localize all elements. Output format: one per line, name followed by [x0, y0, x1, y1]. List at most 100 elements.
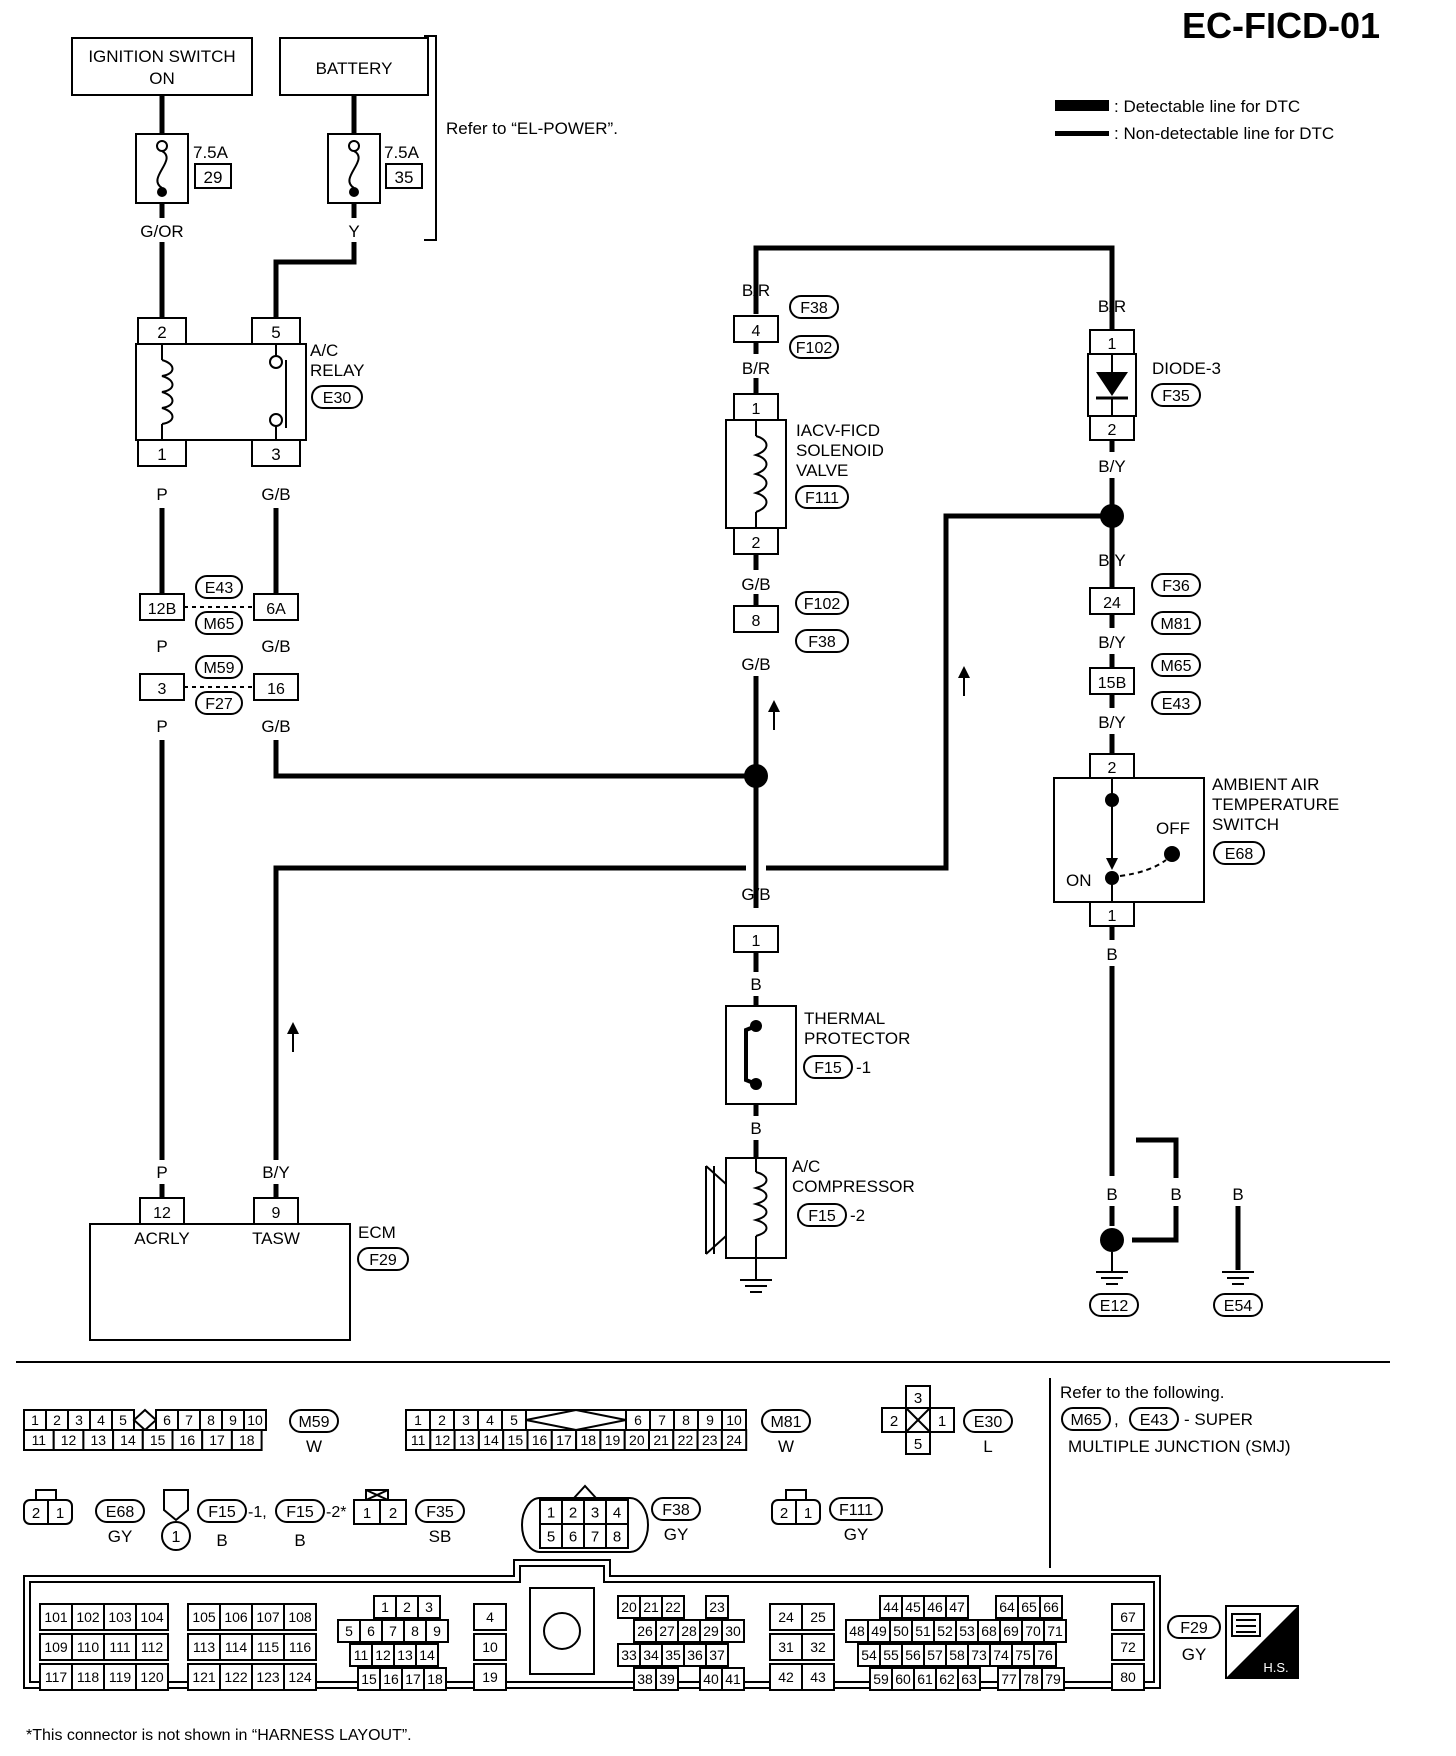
svg-text:1: 1	[752, 401, 761, 418]
svg-text:-2: -2	[850, 1206, 865, 1225]
ecm-pin: 103	[108, 1609, 132, 1625]
ecm-pin: 32	[810, 1639, 826, 1655]
m59-pin: 7	[185, 1412, 193, 1428]
ecm-pin: 47	[949, 1599, 965, 1615]
ignition-switch-box	[71, 37, 253, 96]
svg-text:B: B	[1232, 1185, 1243, 1204]
m59-pin: 17	[209, 1432, 225, 1448]
m81-pin: 9	[706, 1412, 714, 1428]
svg-text:TEMPERATURE: TEMPERATURE	[1212, 795, 1339, 814]
ecm-pin: 34	[643, 1647, 659, 1663]
m59-pin: 18	[239, 1432, 255, 1448]
ecm-pin: 105	[192, 1609, 216, 1625]
ecm-pin: 60	[895, 1671, 911, 1687]
ecm-pin: 14	[419, 1647, 435, 1663]
legend: : Detectable line for DTC : Non-detectab…	[1055, 97, 1334, 143]
svg-text:G/B: G/B	[741, 885, 770, 904]
svg-text:1: 1	[56, 1505, 64, 1522]
svg-text:G/B: G/B	[261, 717, 290, 736]
svg-text:F15: F15	[208, 1504, 236, 1521]
svg-text:SOLENOID: SOLENOID	[796, 441, 884, 460]
m59-pin: 12	[61, 1432, 77, 1448]
ecm-pin: 54	[861, 1647, 877, 1663]
svg-text:F36: F36	[1162, 578, 1190, 595]
m59-code: M59	[298, 1414, 329, 1431]
fuse-29: 7.5A 29 G/OR	[135, 95, 232, 241]
svg-text:ON: ON	[1066, 871, 1092, 890]
ecm-pin: 28	[681, 1623, 697, 1639]
ecm-pin: 5	[345, 1623, 353, 1639]
ecm-pin: 23	[709, 1599, 725, 1615]
svg-text:H.S.: H.S.	[1263, 1660, 1288, 1675]
ecm-pin: 118	[77, 1669, 100, 1685]
svg-text:F38: F38	[662, 1502, 690, 1519]
svg-text:P: P	[156, 1163, 167, 1182]
ecm-pin: 29	[703, 1623, 719, 1639]
svg-text:E43: E43	[1162, 696, 1191, 713]
ecm-pin: 20	[621, 1599, 637, 1615]
svg-text:P: P	[156, 717, 167, 736]
ecm-pin: 62	[939, 1671, 955, 1687]
svg-text:MULTIPLE JUNCTION (SMJ): MULTIPLE JUNCTION (SMJ)	[1068, 1437, 1291, 1456]
svg-text:COMPRESSOR: COMPRESSOR	[792, 1177, 915, 1196]
svg-text:B: B	[1106, 945, 1117, 964]
m81-pin: 24	[726, 1432, 742, 1448]
svg-text:F35: F35	[426, 1504, 454, 1521]
ecm-pin: 68	[981, 1623, 997, 1639]
svg-text:1: 1	[172, 1529, 181, 1546]
svg-text:P: P	[156, 637, 167, 656]
svg-text:IACV-FICD: IACV-FICD	[796, 421, 880, 440]
m59-pin: 9	[229, 1412, 237, 1428]
m59-pin: 1	[31, 1412, 39, 1428]
svg-text:SWITCH: SWITCH	[1212, 815, 1279, 834]
m59-pin: 8	[207, 1412, 215, 1428]
svg-text:RELAY: RELAY	[310, 361, 365, 380]
svg-text:G/B: G/B	[741, 575, 770, 594]
junction-by	[1100, 504, 1124, 528]
svg-text:B: B	[1106, 1185, 1117, 1204]
svg-text:M65: M65	[1160, 658, 1191, 675]
m81-pin: 13	[459, 1432, 475, 1448]
wire-g-or: G/OR	[140, 222, 183, 241]
ecm-pin: 16	[383, 1671, 399, 1687]
ambient-air-temperature-switch: 2 OFF ON 1 AMBIENT AIR TEMPERATURE SWITC…	[1053, 753, 1339, 927]
svg-text:G/B: G/B	[261, 637, 290, 656]
ecm-pin: 39	[659, 1671, 675, 1687]
m59-color: W	[306, 1437, 322, 1456]
m81-pin: 16	[532, 1432, 548, 1448]
junction-ground	[1100, 1228, 1124, 1252]
m81-pin: 20	[629, 1432, 645, 1448]
ecm-pin: 119	[109, 1669, 132, 1685]
svg-text:M59: M59	[203, 660, 234, 677]
battery-label: BATTERY	[316, 59, 393, 78]
ecm-pin: 38	[637, 1671, 653, 1687]
ecm-pin: 30	[725, 1623, 741, 1639]
svg-text:F29: F29	[369, 1252, 397, 1269]
svg-text:-2*: -2*	[326, 1504, 346, 1521]
m59-pin: 15	[150, 1432, 166, 1448]
ecm-pin: 114	[225, 1639, 248, 1655]
wire-gb-to-junction	[273, 740, 756, 779]
thermal-protector: 1 B THERMAL PROTECTOR F15 -1	[725, 925, 910, 1105]
wire-p-1: P	[156, 485, 167, 504]
ecm-pin: 31	[778, 1639, 794, 1655]
svg-text:2: 2	[389, 1505, 397, 1522]
svg-text:B/R: B/R	[742, 359, 770, 378]
svg-text:F38: F38	[808, 634, 836, 651]
ecm-pin: 76	[1037, 1647, 1053, 1663]
svg-text:E30: E30	[323, 390, 352, 407]
svg-text:1: 1	[752, 933, 761, 950]
ecm-pin: 12	[375, 1647, 391, 1663]
svg-text:Refer to the following.: Refer to the following.	[1060, 1383, 1224, 1402]
svg-text:12: 12	[153, 1205, 171, 1222]
svg-text:2: 2	[890, 1413, 898, 1430]
svg-text:L: L	[983, 1437, 992, 1456]
m81-pin: 12	[435, 1432, 451, 1448]
svg-text:A/C: A/C	[792, 1157, 820, 1176]
svg-text:B: B	[1170, 1185, 1181, 1204]
svg-text:1: 1	[157, 445, 166, 464]
svg-text:B: B	[216, 1531, 227, 1550]
ecm-pin: 42	[778, 1669, 794, 1685]
